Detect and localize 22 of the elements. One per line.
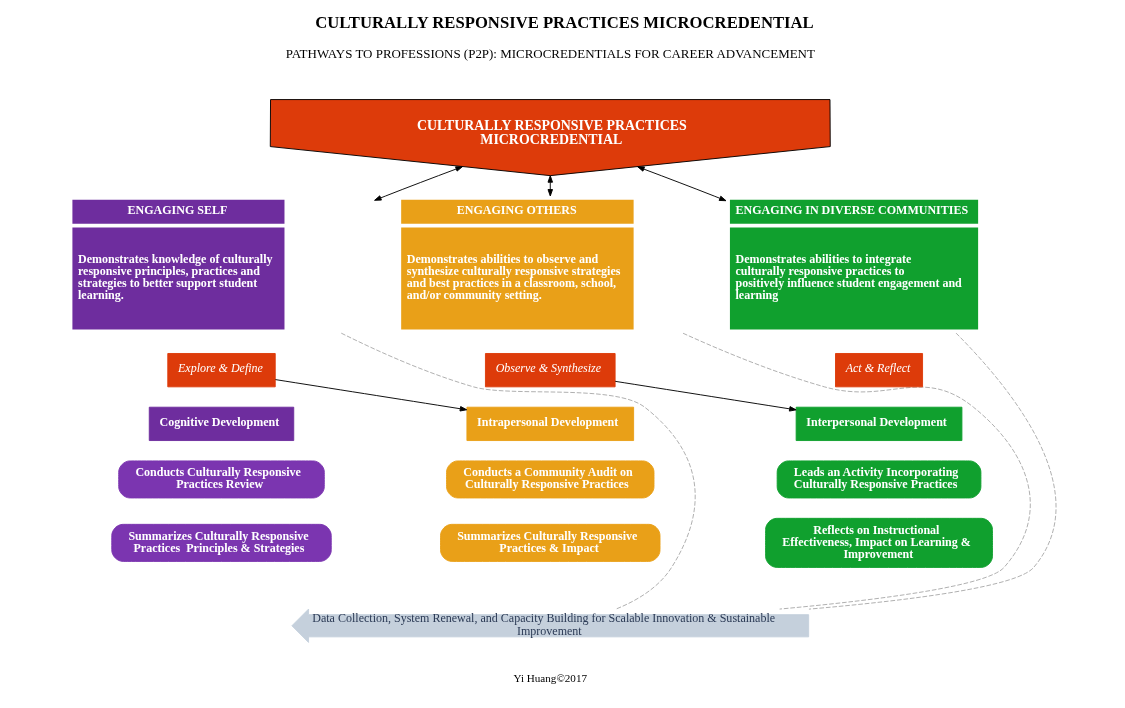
arrow: [637, 166, 727, 202]
connector: [340, 332, 696, 610]
connector: [682, 332, 1031, 610]
arrow: [374, 166, 463, 201]
node-box: Act & Reflect: [835, 353, 924, 388]
diagram-title: CULTURALLY RESPONSIVE PRACTICES MICROCREDENTIAL: [315, 12, 814, 32]
node-box: Intrapersonal Development: [466, 406, 635, 441]
node-box: Summarizes Culturally Responsive Practices Principles & Strategies: [111, 523, 332, 562]
node-box: Conducts a Community Audit on Culturally Responsive Practices: [446, 460, 655, 499]
arrow: [614, 380, 797, 412]
node-box: Reflects on Instructional Effectiveness, Impact on Learning & Improvement: [765, 517, 993, 568]
node-box: Leads an Activity Incorporating Culturally Responsive Practices: [776, 460, 982, 499]
label: PATHWAYS TO PROFESSIONS (P2P): MICROCREDENTIALS FOR CAREER ADVANCEMENT: [285, 45, 815, 61]
node-box: Explore & Define: [167, 353, 276, 388]
node-box: Observe & Synthesize: [484, 353, 616, 388]
label: Yi Huang©2017: [513, 672, 588, 685]
node-box: Summarizes Culturally Responsive Practices & Impact: [440, 523, 661, 562]
node-box: Conducts Culturally Responsive Practices Review: [118, 460, 325, 499]
connector: [808, 332, 1057, 610]
arrow: [274, 379, 468, 412]
node-box: Interpersonal Development: [795, 406, 963, 441]
node-box: Cognitive Development: [148, 406, 295, 441]
